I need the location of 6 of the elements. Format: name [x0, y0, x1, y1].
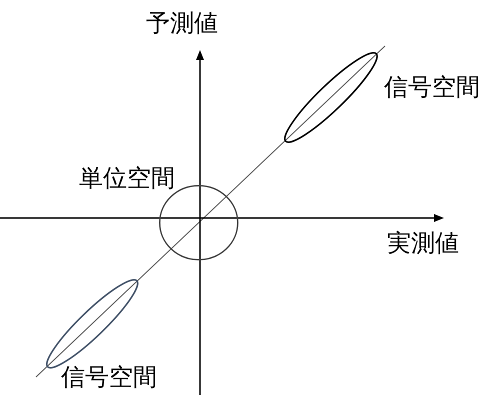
region-label: 信号空間: [384, 75, 480, 99]
ellipse-outline: [284, 52, 378, 142]
region-label: 信号空間: [61, 365, 157, 389]
axis-label: 実測値: [387, 231, 459, 255]
axis-label: 予測値: [146, 11, 218, 35]
region-label: 単位空間: [79, 166, 175, 190]
